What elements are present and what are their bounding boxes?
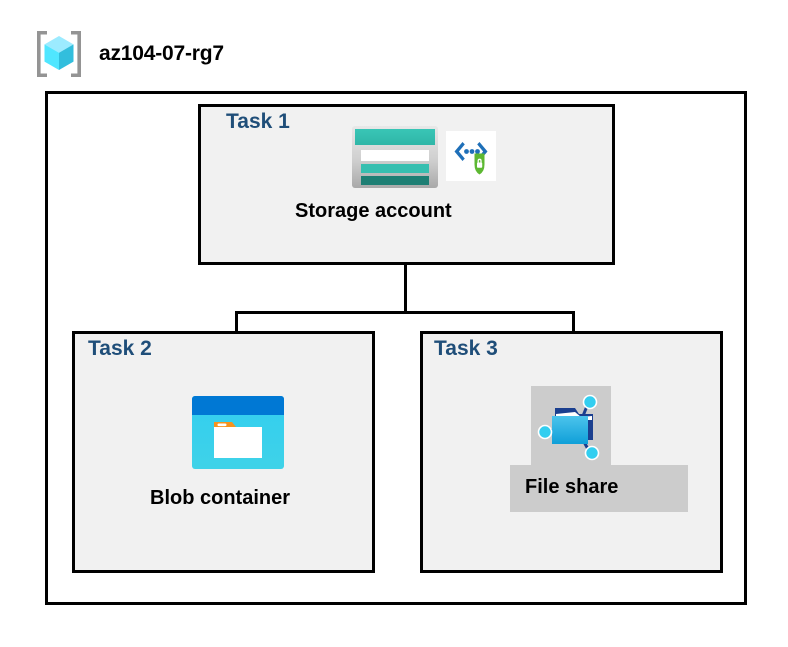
resource-group-cube-icon (33, 28, 85, 80)
blob-container-label: Blob container (150, 487, 291, 509)
resource-group-header: az104-07-rg7 (33, 28, 224, 80)
connector-storage-trunk (404, 265, 407, 313)
file-share-label: File share (525, 476, 619, 498)
task-1-label: Task 1 (226, 110, 290, 133)
file-share-icon (535, 390, 607, 462)
resource-group-name: az104-07-rg7 (99, 42, 224, 65)
storage-account-icon (352, 126, 438, 188)
storage-account-label: Storage account (295, 200, 452, 222)
connector-horizontal-bus (235, 311, 575, 314)
file-share-label-selection-highlight (510, 465, 688, 512)
blob-container-icon (192, 396, 284, 469)
task-2-label: Task 2 (88, 337, 152, 360)
task-3-label: Task 3 (434, 337, 498, 360)
managed-identity-shield-icon (446, 131, 496, 181)
